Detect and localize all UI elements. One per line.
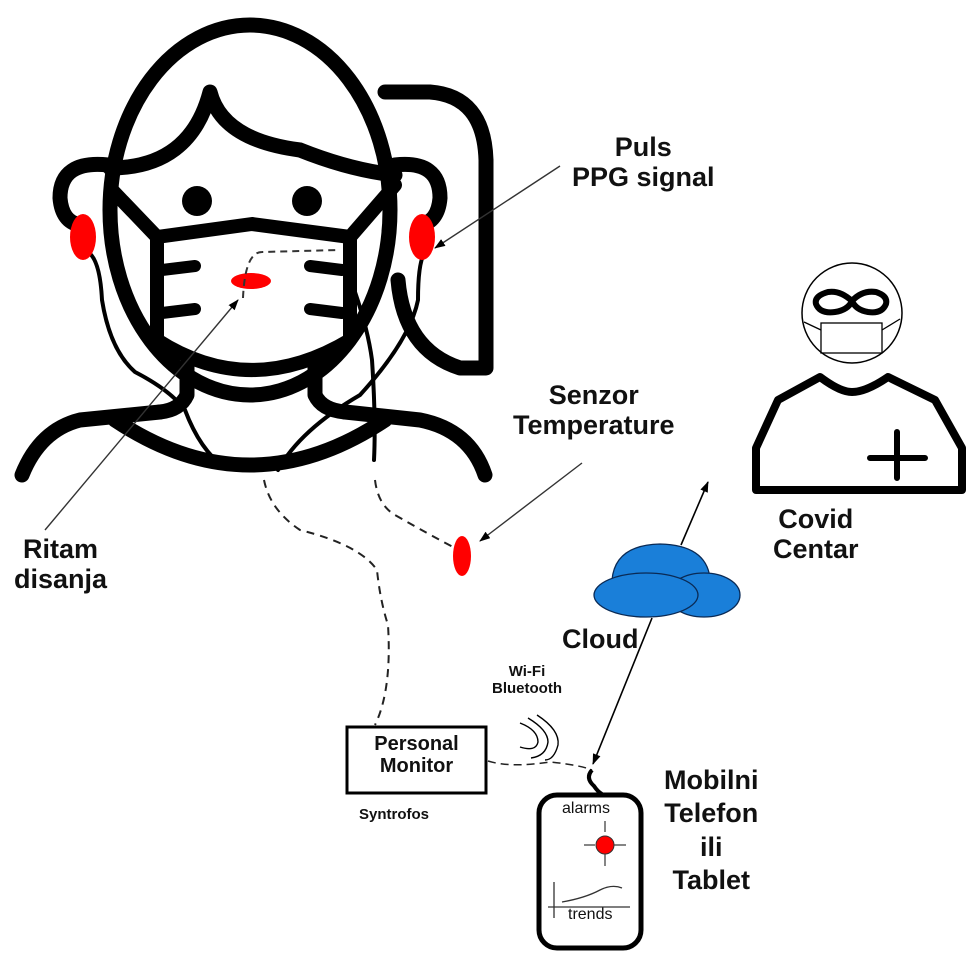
doctor-mask-straps (803, 318, 901, 331)
mobile-label-line4: Tablet (672, 865, 750, 896)
covid-center-label-line2: Centar (773, 534, 859, 565)
pulse-label: Puls PPG signal (572, 132, 715, 192)
collar (107, 412, 393, 473)
trend-chart-icon (548, 882, 630, 918)
temp-pointer (479, 462, 583, 542)
wireless-signal-icon (519, 714, 559, 761)
covid-center-label-line1: Covid (778, 504, 854, 534)
hair-fringe (102, 84, 403, 183)
mobile-device (536, 792, 644, 951)
shoulders (14, 404, 493, 483)
breathing-label-line2: disanja (14, 564, 108, 595)
eye-left (182, 186, 212, 216)
personal-monitor-box (345, 725, 488, 795)
breath-pointer (44, 299, 239, 531)
cloud-to-mobile-arrow (592, 617, 653, 765)
ponytail (377, 84, 494, 376)
pulse-label-line1: Puls (614, 132, 672, 162)
covid-center-label: Covid Centar (773, 504, 859, 564)
mobile-device-label: Mobilni Telefon ili Tablet (664, 764, 758, 898)
phone-alarms-label: alarms (562, 800, 611, 817)
ear-sensor-right (409, 214, 435, 260)
doctor-body (752, 373, 966, 494)
ear-sensor-left (70, 214, 96, 260)
pulse-label-line2: PPG signal (572, 162, 715, 193)
wireless-label-line2: Bluetooth (492, 679, 562, 697)
wire-center (353, 290, 377, 462)
wireless-label: Wi-Fi Bluetooth (492, 663, 562, 698)
mask (105, 178, 402, 377)
alarm-indicator-icon (584, 821, 626, 866)
breathing-label-line1: Ritam (23, 534, 99, 564)
mobile-label-line2: Telefon (664, 798, 759, 829)
phone-body (536, 792, 644, 951)
personal-monitor-label-line2: Monitor (379, 755, 454, 778)
cloud-icon (593, 543, 741, 618)
doctor-head (801, 262, 903, 364)
temperature-label-line1: Senzor (548, 380, 639, 410)
temperature-label: Senzor Temperature (513, 380, 675, 440)
cloud-to-covid-arrow (680, 481, 709, 546)
temperature-label-line2: Temperature (513, 410, 675, 441)
cable-temp-sensor (374, 479, 456, 549)
doctor-mask (820, 322, 883, 354)
phone-cord (587, 768, 603, 796)
personal-monitor-label: Personal Monitor (347, 733, 486, 778)
temp-sensor (453, 536, 471, 576)
cloud-label: Cloud (562, 624, 639, 654)
breath-sensor (231, 273, 271, 289)
wire-left (86, 250, 227, 470)
mask-strap-upper (156, 260, 348, 319)
breathing-label: Ritam disanja (14, 534, 107, 594)
wire-right (276, 250, 427, 472)
ear-left (52, 156, 116, 233)
doctor-icon (752, 262, 966, 494)
eye-right (292, 186, 322, 216)
mask-dashed-cable (242, 249, 341, 299)
doctor-goggles (812, 288, 890, 316)
personal-monitor-label-line1: Personal (374, 733, 459, 755)
head (102, 17, 398, 403)
mobile-label-line1: Mobilni (664, 765, 759, 795)
cable-to-monitor (263, 479, 390, 726)
mobile-label-line3: ili (699, 831, 723, 862)
monitor-caption: Syntrofos (359, 806, 430, 823)
monitor-to-phone-link (487, 760, 593, 771)
medical-cross-icon (867, 429, 928, 481)
wireless-label-line1: Wi-Fi (508, 663, 546, 680)
pulse-pointer (434, 165, 561, 249)
phone-trends-label: trends (568, 906, 613, 923)
